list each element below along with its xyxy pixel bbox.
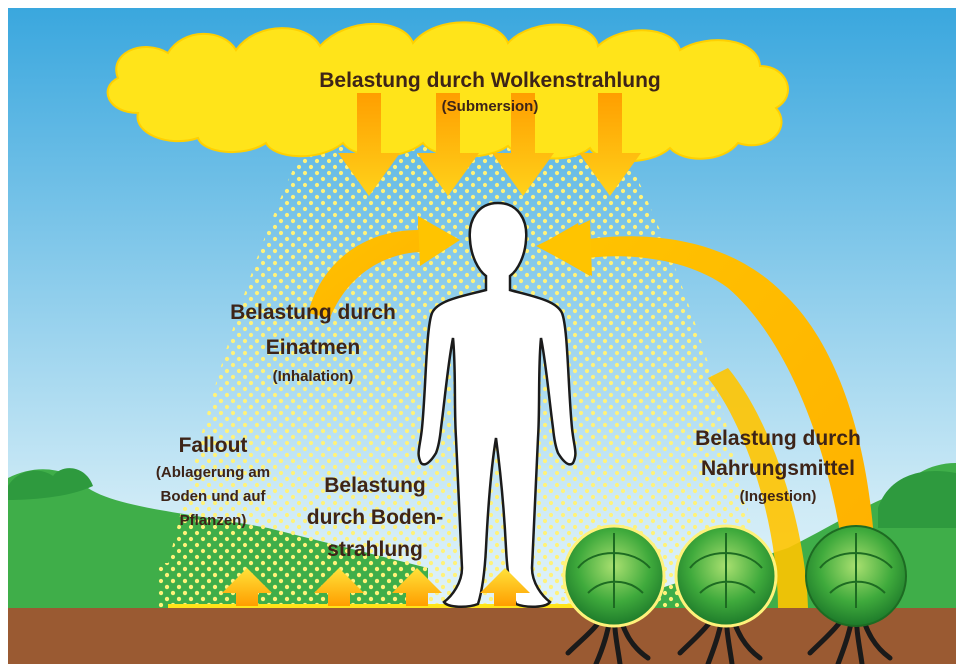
- submersion-arrow-3: [492, 93, 554, 196]
- ground-arrow-3: [392, 568, 442, 606]
- right-bush: [878, 471, 956, 528]
- ingestion-curve-arrow: [538, 223, 877, 608]
- cabbage-2-roots: [677, 605, 763, 664]
- ground-radiation-line2: durch Boden-: [306, 506, 444, 529]
- ground-dot-band: [158, 563, 628, 608]
- cabbage-1-leaves: [577, 533, 651, 608]
- ground-arrow-2: [314, 568, 364, 606]
- ingestion-line2: Nahrungsmittel: [700, 457, 855, 480]
- person-silhouette: [417, 201, 577, 608]
- submersion-arrow-2: [417, 93, 479, 196]
- fallout-line2: Boden und auf: [160, 488, 266, 505]
- ground-arrow-4: [480, 568, 530, 606]
- cabbage-2: [674, 524, 778, 664]
- inhalation-line1: Belastung durch: [230, 301, 396, 324]
- ground-line: [168, 604, 628, 610]
- diagram-graphic: [8, 8, 956, 664]
- cabbage-3-leaves: [819, 533, 893, 608]
- fallout-title: Fallout: [178, 434, 248, 457]
- exposure-diagram: Belastung durch Wolkenstrahlung (Submers…: [8, 8, 956, 664]
- submersion-arrows: [338, 93, 641, 196]
- submersion-arrow-4: [579, 93, 641, 196]
- ingestion-line1: Belastung durch: [695, 427, 861, 450]
- inhalation-line2: Einatmen: [265, 336, 361, 359]
- soil: [8, 608, 956, 664]
- inhalation-arrowhead: [418, 216, 460, 266]
- ground-radiation-line1: Belastung: [324, 474, 426, 497]
- fallout-line1: (Ablagerung am: [155, 464, 271, 481]
- submersion-arrow-1: [338, 93, 400, 196]
- cabbage-3-roots: [807, 605, 893, 664]
- cabbage-2-leaves: [689, 533, 763, 608]
- ground-arrow-1: [222, 568, 272, 606]
- cloud-radiation-title: Belastung durch Wolkenstrahlung: [319, 69, 661, 92]
- left-bush: [8, 468, 93, 500]
- ground-radiation-line3: strahlung: [327, 538, 423, 561]
- cabbage-1-roots: [565, 605, 651, 664]
- ingestion-arrowhead: [536, 220, 592, 276]
- fallout-line3: Pflanzen): [179, 512, 247, 529]
- cabbage-3: [805, 525, 907, 664]
- ingestion-curve-tail: [708, 368, 808, 608]
- ingestion-subtitle: (Ingestion): [739, 488, 817, 505]
- cloud-radiation-subtitle: (Submersion): [441, 98, 539, 115]
- cabbage-1: [562, 524, 666, 664]
- inhalation-subtitle: (Inhalation): [272, 368, 354, 385]
